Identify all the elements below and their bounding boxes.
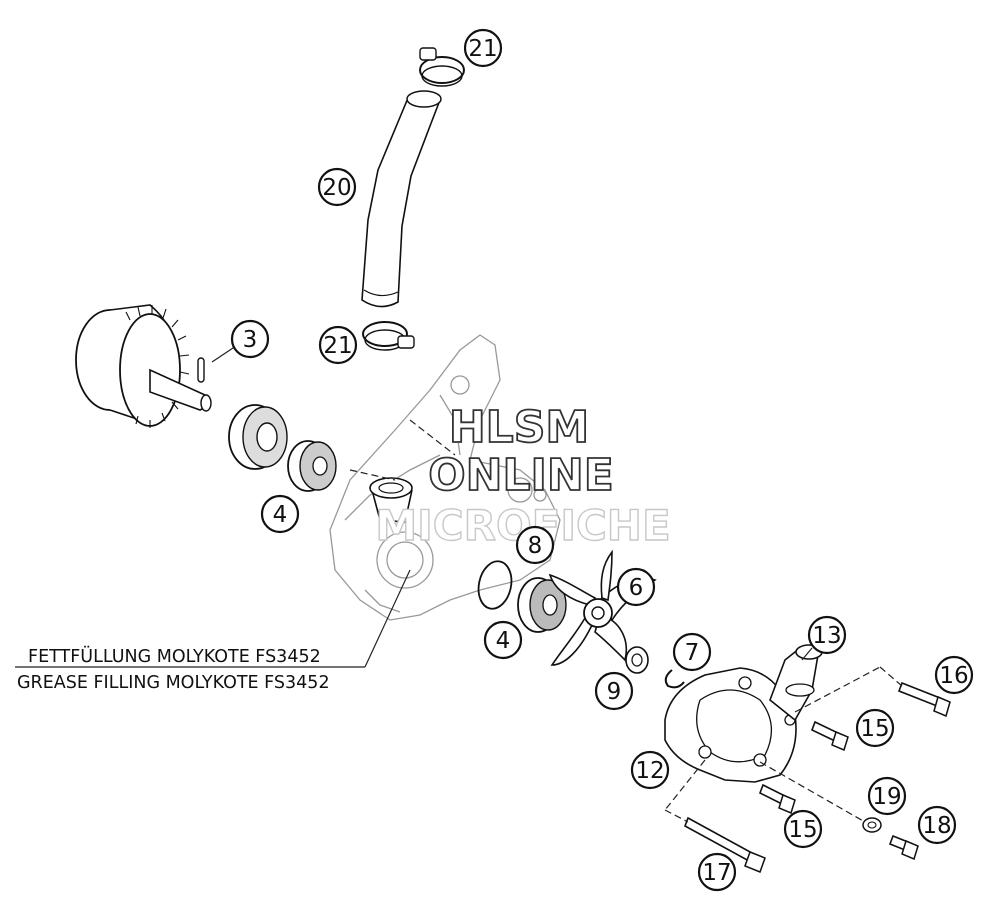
callout-20: 20 xyxy=(317,167,357,207)
callout-15-upper: 15 xyxy=(855,708,895,748)
callout-label: 15 xyxy=(788,817,817,843)
callout-circle xyxy=(934,655,974,695)
callout-label: 17 xyxy=(702,860,731,886)
callout-circle xyxy=(697,852,737,892)
callout-label: 21 xyxy=(468,36,497,62)
grease-note-german: FETTFÜLLUNG MOLYKOTE FS3452 xyxy=(28,645,321,667)
bolt-17 xyxy=(684,816,766,873)
callout-label: 8 xyxy=(528,533,543,559)
callout-circle xyxy=(463,28,503,68)
retaining-ring xyxy=(477,560,513,610)
callout-7: 7 xyxy=(672,632,712,672)
callout-21-mid: 21 xyxy=(318,325,358,365)
coolant-hose xyxy=(361,90,442,308)
callout-label: 21 xyxy=(323,333,352,359)
callout-label: 13 xyxy=(812,623,841,649)
callout-19: 19 xyxy=(867,776,907,816)
callout-label: 9 xyxy=(607,679,622,705)
watermark: HLSM ONLINE MICROFICHE xyxy=(375,401,672,551)
lock-clip xyxy=(664,669,685,689)
callout-circle xyxy=(483,620,523,660)
callout-circle xyxy=(630,750,670,790)
bolt-18 xyxy=(888,834,919,861)
assembly-lines xyxy=(349,419,903,823)
callout-bubbles: 21 20 3 21 4 8 6 4 7 9 13 16 15 12 19 18 15 17 xyxy=(230,28,974,892)
callout-circle xyxy=(807,615,847,655)
callout-16: 16 xyxy=(934,655,974,695)
dowel-pin xyxy=(197,357,205,383)
callout-3: 3 xyxy=(230,319,270,359)
callout-label: 19 xyxy=(872,784,901,810)
watermark-line-1: HLSM xyxy=(449,402,589,453)
callout-circle xyxy=(867,776,907,816)
callout-circle xyxy=(260,494,300,534)
callout-circle xyxy=(317,167,357,207)
callout-8: 8 xyxy=(515,525,555,565)
callout-label: 6 xyxy=(629,575,644,601)
callout-label: 15 xyxy=(860,716,889,742)
callout-9: 9 xyxy=(594,671,634,711)
hose-clamp-mid xyxy=(362,321,415,351)
callout-label: 16 xyxy=(939,663,968,689)
grease-note: FETTFÜLLUNG MOLYKOTE FS3452 GREASE FILLI… xyxy=(17,645,330,693)
callout-label: 7 xyxy=(685,640,700,666)
bolt-15-upper xyxy=(810,720,849,752)
engine-case-outline xyxy=(329,334,561,621)
callout-4-upper: 4 xyxy=(260,494,300,534)
leader-lines xyxy=(15,345,813,668)
callout-circle xyxy=(616,567,656,607)
washer-19 xyxy=(862,817,882,833)
callout-13: 13 xyxy=(807,615,847,655)
callout-21-top: 21 xyxy=(463,28,503,68)
bolt-15-lower xyxy=(758,783,796,815)
grease-note-english: GREASE FILLING MOLYKOTE FS3452 xyxy=(17,673,330,693)
callout-12: 12 xyxy=(630,750,670,790)
callout-6: 6 xyxy=(616,567,656,607)
callout-17: 17 xyxy=(697,852,737,892)
callout-4-lower: 4 xyxy=(483,620,523,660)
callout-label: 4 xyxy=(273,502,288,528)
callout-circle xyxy=(515,525,555,565)
washer xyxy=(625,646,649,674)
shaft-seal-lower xyxy=(517,577,567,633)
callout-circle xyxy=(917,805,957,845)
callout-circle xyxy=(318,325,358,365)
shaft-seal-upper xyxy=(287,440,337,492)
callout-circle xyxy=(783,809,823,849)
callout-18: 18 xyxy=(917,805,957,845)
callout-label: 3 xyxy=(243,327,258,353)
watermark-line-2: ONLINE xyxy=(428,450,614,501)
callout-label: 18 xyxy=(922,813,951,839)
callout-15-lower: 15 xyxy=(783,809,823,849)
ball-bearing-upper xyxy=(228,404,288,470)
callout-circle xyxy=(230,319,270,359)
bolt-16 xyxy=(897,681,951,718)
hose-clamp-top xyxy=(419,47,465,87)
callout-label: 12 xyxy=(635,758,664,784)
callout-label: 4 xyxy=(496,628,511,654)
callout-circle xyxy=(594,671,634,711)
callout-circle xyxy=(672,632,712,672)
case-outlet-stub xyxy=(369,477,413,523)
drive-gear-assembly xyxy=(75,304,212,428)
callout-label: 20 xyxy=(322,175,351,201)
callout-circle xyxy=(855,708,895,748)
